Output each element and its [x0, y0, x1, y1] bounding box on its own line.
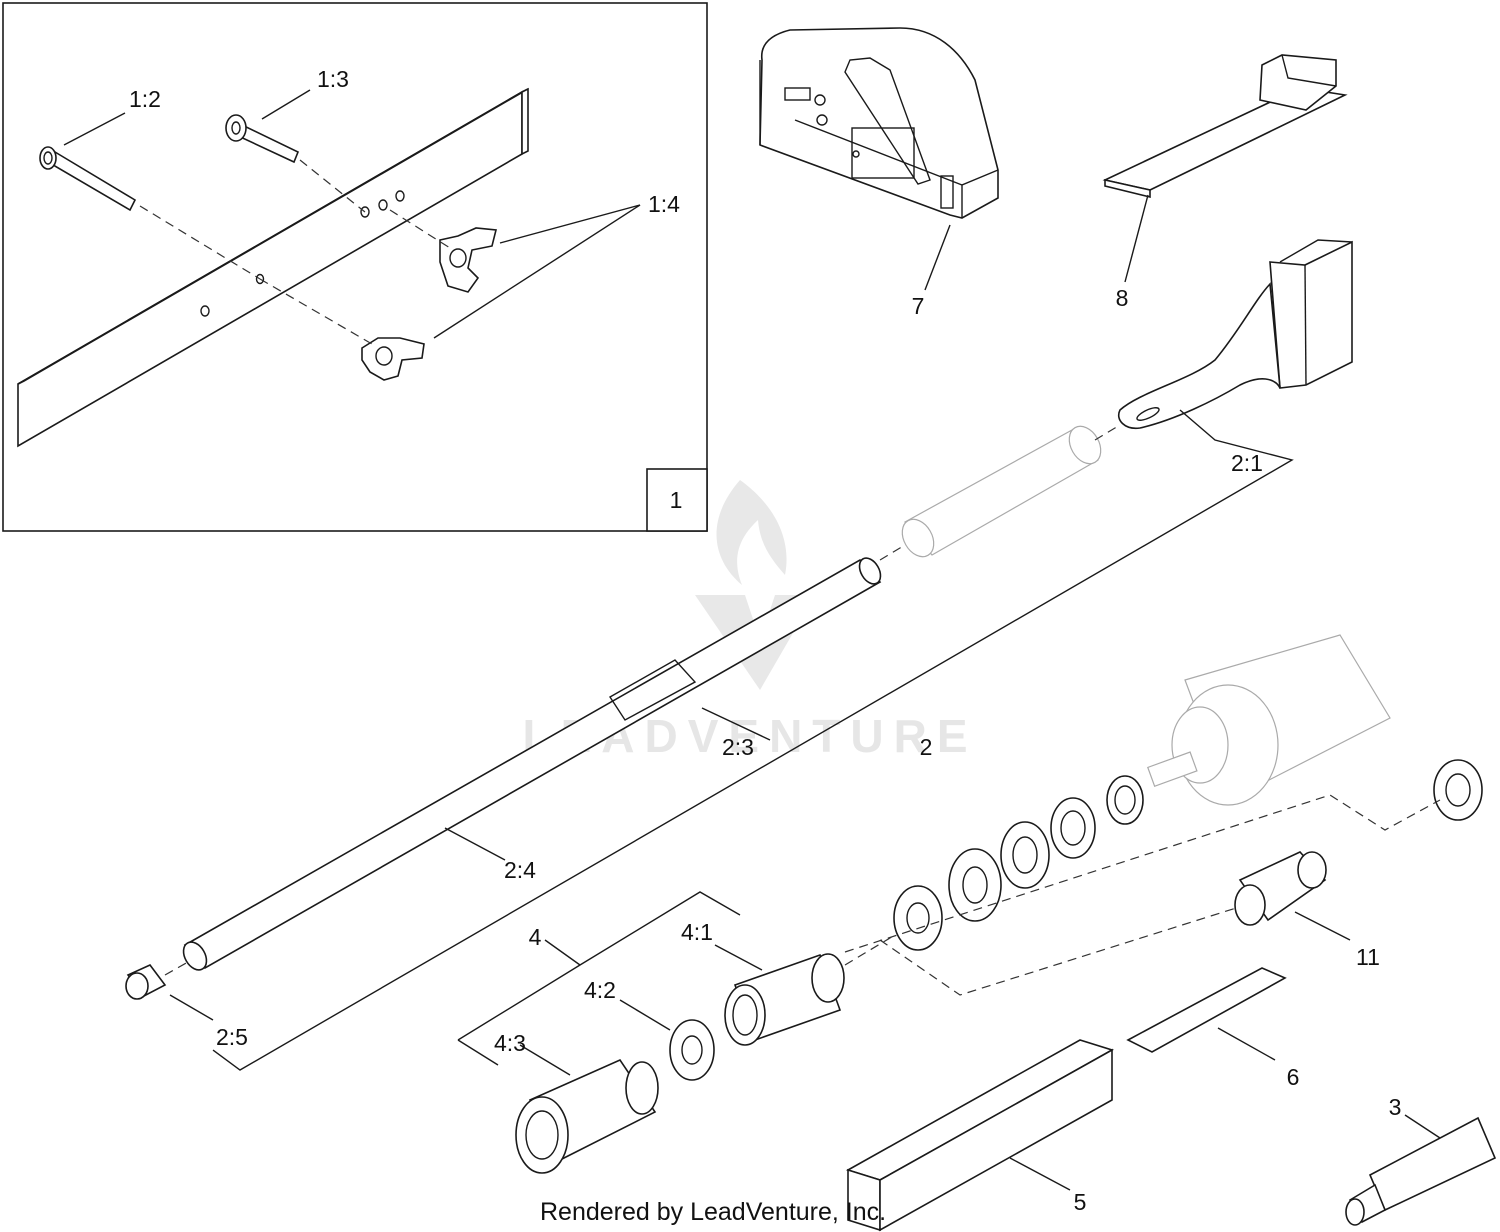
rod-dash-2 — [1094, 424, 1121, 441]
rod-dash — [879, 544, 906, 561]
pin-1-2 — [39, 146, 137, 212]
callout-1-2: 1:2 — [129, 86, 161, 112]
driver-3 — [1345, 1116, 1497, 1226]
callout-2: 2 — [920, 734, 933, 760]
handle-rod — [182, 557, 882, 971]
leader-5 — [1009, 1157, 1071, 1191]
callout-7: 7 — [912, 293, 925, 319]
extension-sleeve — [901, 425, 1102, 558]
callout-2-5: 2:5 — [216, 1024, 248, 1050]
render-credit: Rendered by LeadVenture, Inc. — [540, 1198, 886, 1226]
socket-11 — [1234, 851, 1327, 926]
callout-2-3: 2:3 — [722, 734, 754, 760]
nut-right — [1433, 759, 1483, 821]
leader-11 — [1294, 911, 1351, 941]
paper-stack-5 — [845, 1039, 1115, 1232]
wing-nut-upper — [439, 227, 498, 293]
callout-4-2: 4:2 — [584, 977, 616, 1003]
end-cap — [125, 964, 167, 1000]
callout-1-4: 1:4 — [648, 191, 680, 217]
motor-ghost — [1147, 634, 1391, 806]
callout-1-3: 1:3 — [317, 66, 349, 92]
pin-1-3 — [225, 114, 300, 164]
strip-6 — [1126, 967, 1287, 1053]
callout-3: 3 — [1389, 1094, 1402, 1120]
leader-7 — [924, 224, 951, 291]
callout-8: 8 — [1116, 285, 1129, 311]
assembly-dash-frame — [844, 794, 1441, 996]
callout-11: 11 — [1356, 944, 1380, 970]
adapter-4-3 — [515, 1058, 659, 1174]
callout-4-3: 4:3 — [494, 1030, 526, 1056]
inset-box-1 — [2, 2, 708, 532]
adapter-4-1 — [724, 953, 845, 1046]
callout-6: 6 — [1287, 1064, 1300, 1090]
brush-2-1 — [1118, 239, 1353, 430]
callout-4: 4 — [529, 924, 542, 950]
leader-2-bracket — [169, 409, 1294, 1071]
carrying-case — [759, 27, 999, 219]
adapter-dash — [844, 934, 896, 966]
callout-2-4: 2:4 — [504, 857, 536, 883]
callout-5: 5 — [1074, 1189, 1087, 1215]
callout-1: 1 — [670, 487, 683, 513]
leader-4-bracket — [457, 891, 763, 1076]
leader-3 — [1404, 1114, 1441, 1139]
washer-set — [893, 775, 1144, 951]
callout-4-1: 4:1 — [681, 919, 713, 945]
pad-8 — [1102, 54, 1348, 199]
leader-8 — [1124, 194, 1149, 283]
inset-leaders — [63, 89, 641, 339]
cap-dash — [164, 961, 189, 976]
inset-assembly-lines — [139, 159, 451, 345]
callout-2-1: 2:1 — [1231, 450, 1263, 476]
washer-4-2 — [669, 1019, 715, 1081]
leader-6 — [1217, 1027, 1276, 1061]
mounting-bar — [17, 87, 529, 448]
wing-nut-lower — [361, 337, 425, 381]
